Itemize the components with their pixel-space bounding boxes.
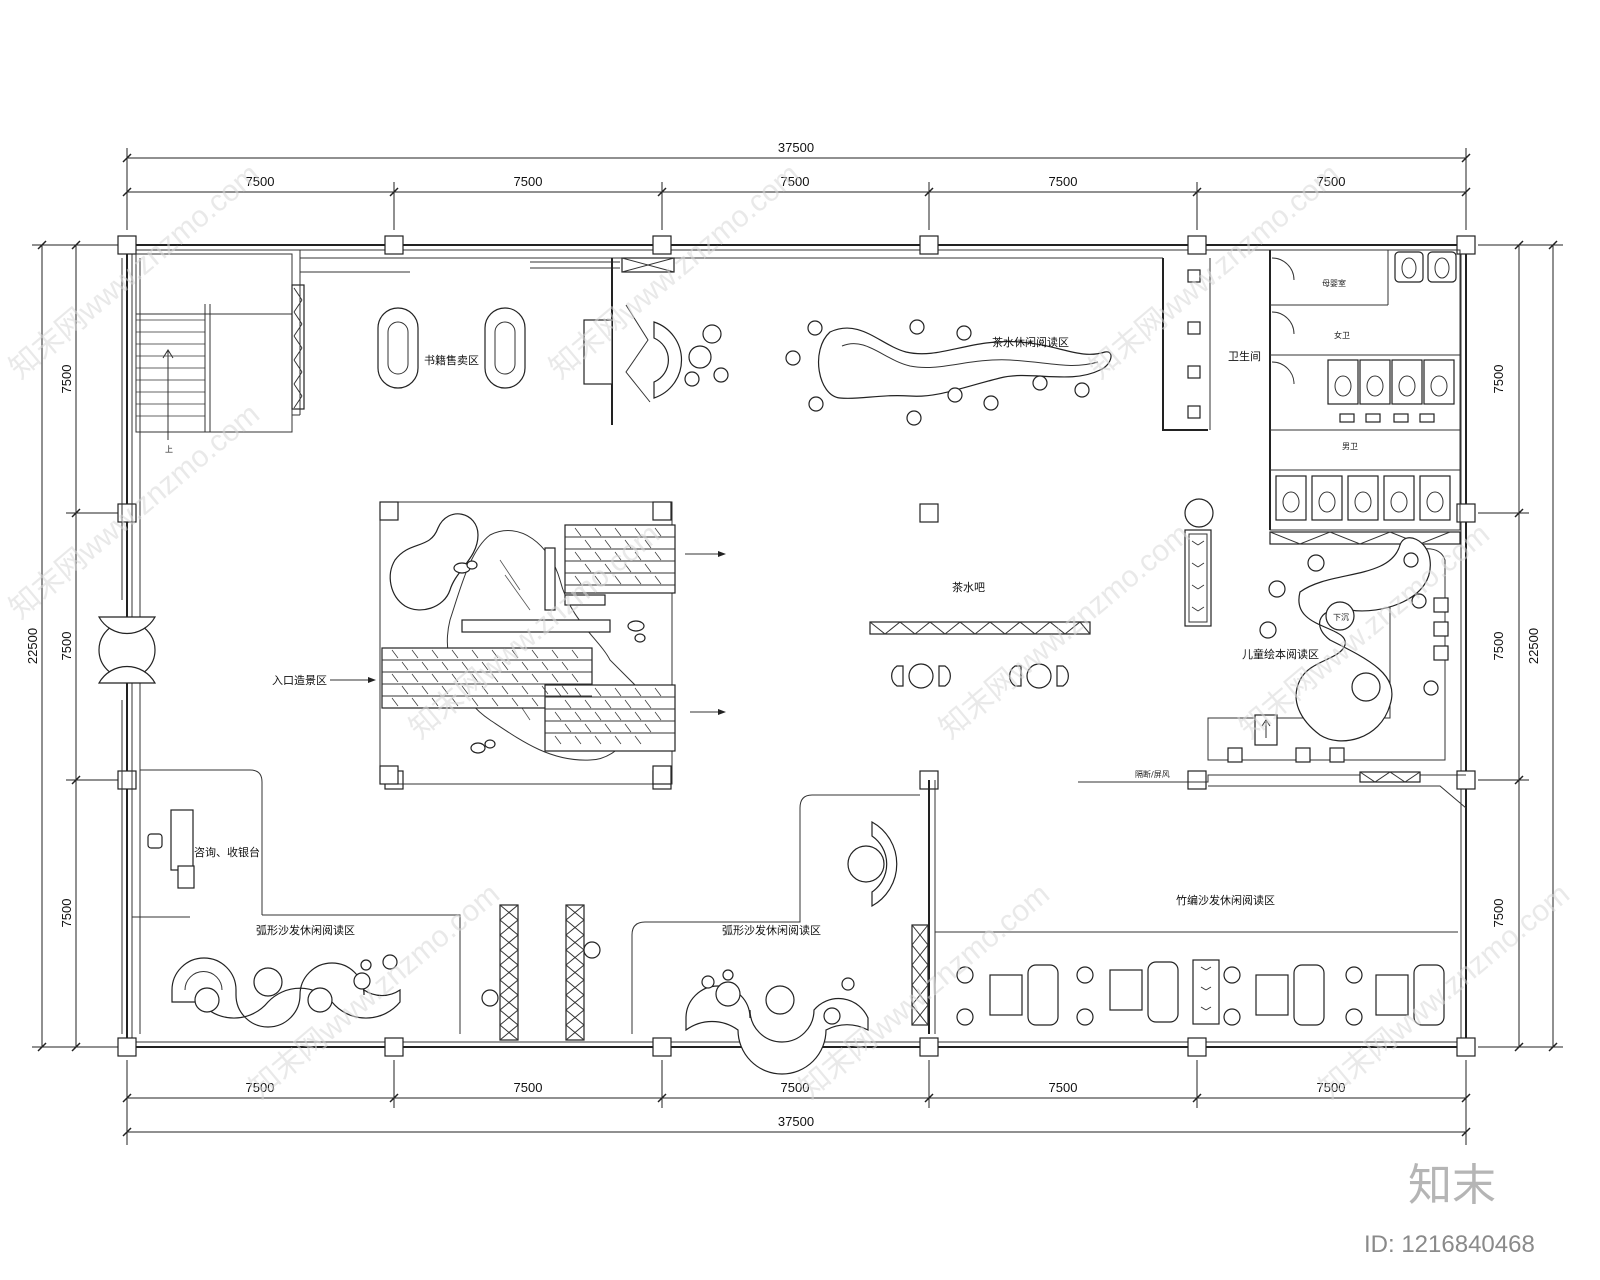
dim-right-total: 22500: [1526, 628, 1541, 664]
interior-wall-bamboo: [911, 780, 1458, 1034]
entrance-landscape-zone: [330, 501, 726, 785]
dim-top-total: 37500: [778, 140, 814, 155]
dim-top-bay-2: 7500: [514, 174, 543, 189]
dim-top-bay-5: 7500: [1317, 174, 1346, 189]
arc-sofa-left: [171, 914, 461, 1034]
reception-label: 咨询、收银台: [194, 845, 260, 859]
reading-nook-divider: [583, 258, 729, 425]
staircase: [135, 253, 293, 440]
kids-reading-label: 儿童绘本阅读区: [1242, 647, 1319, 661]
watermark-layer: 知末网www.znzmo.com 知末网www.znzmo.com 知末网www…: [3, 158, 1576, 1106]
dim-bottom-bay-3: 7500: [781, 1080, 810, 1095]
dim-right-bay-2: 7500: [1491, 632, 1506, 661]
dim-top-bay-3: 7500: [781, 174, 810, 189]
stair-up-label: 上: [165, 445, 173, 454]
tea-reading-label: 茶水休闲阅读区: [992, 335, 1069, 349]
book-sales-label: 书籍售卖区: [424, 353, 479, 367]
toilets-label: 卫生间: [1228, 349, 1261, 363]
dim-left-total: 22500: [25, 628, 40, 664]
bamboo-planter: [1184, 498, 1214, 627]
semicircle-desk: [847, 820, 898, 908]
partition-screen-label: 隔断/屏风: [1135, 769, 1170, 779]
book-sales-displays: [377, 307, 526, 389]
partition-screen-stair: [291, 284, 305, 410]
dimension-lines: [32, 148, 1563, 1145]
female-toilet-label: 女卫: [1334, 330, 1350, 340]
dim-bottom-bay-5: 7500: [1317, 1080, 1346, 1095]
mother-baby-room-label: 母婴室: [1322, 278, 1346, 288]
bamboo-sofa-label: 竹编沙发休闲阅读区: [1176, 893, 1275, 907]
dim-bottom-bay-2: 7500: [514, 1080, 543, 1095]
male-toilet-label: 男卫: [1342, 442, 1358, 451]
image-id-label: ID: 1216840468: [1364, 1231, 1535, 1258]
watermark-text: 知末网www.znzmo.com: [1313, 878, 1576, 1106]
arc-sofa-middle-label: 弧形沙发休闲阅读区: [722, 923, 821, 937]
tea-bar-label: 茶水吧: [952, 581, 985, 594]
restroom-block: [1269, 249, 1461, 545]
dim-left-bay-2: 7500: [59, 632, 74, 661]
brand-logo-text: 知末: [1408, 1160, 1496, 1211]
entrance-label: 入口造景区: [272, 673, 327, 687]
bamboo-sofa-sets: [956, 959, 1445, 1026]
arc-sofa-left-label: 弧形沙发休闲阅读区: [256, 923, 355, 937]
tea-reading-serpentine-sofa: [785, 319, 1112, 426]
bookshelf-columns: [481, 904, 601, 1041]
dim-right-bay-3: 7500: [1491, 899, 1506, 928]
sunken-label: 下沉: [1333, 613, 1349, 622]
watermark-text: 知末网www.znzmo.com: [3, 398, 266, 626]
dim-left-bay-1: 7500: [59, 365, 74, 394]
arc-sofa-middle: [631, 794, 920, 1075]
tea-bar-counter: [869, 621, 1091, 689]
top-right-display-wall: [1162, 258, 1211, 431]
dim-top-bay-1: 7500: [246, 174, 275, 189]
dim-left-bay-3: 7500: [59, 899, 74, 928]
dim-top-bay-4: 7500: [1049, 174, 1078, 189]
dim-bottom-bay-1: 7500: [246, 1080, 275, 1095]
dim-right-bay-1: 7500: [1491, 365, 1506, 394]
kids-reading-zone: [1078, 537, 1467, 809]
reception-desk: [132, 769, 263, 918]
dim-bottom-total: 37500: [778, 1114, 814, 1129]
dim-bottom-bay-4: 7500: [1049, 1080, 1078, 1095]
revolving-entrance-door: [97, 258, 157, 1034]
